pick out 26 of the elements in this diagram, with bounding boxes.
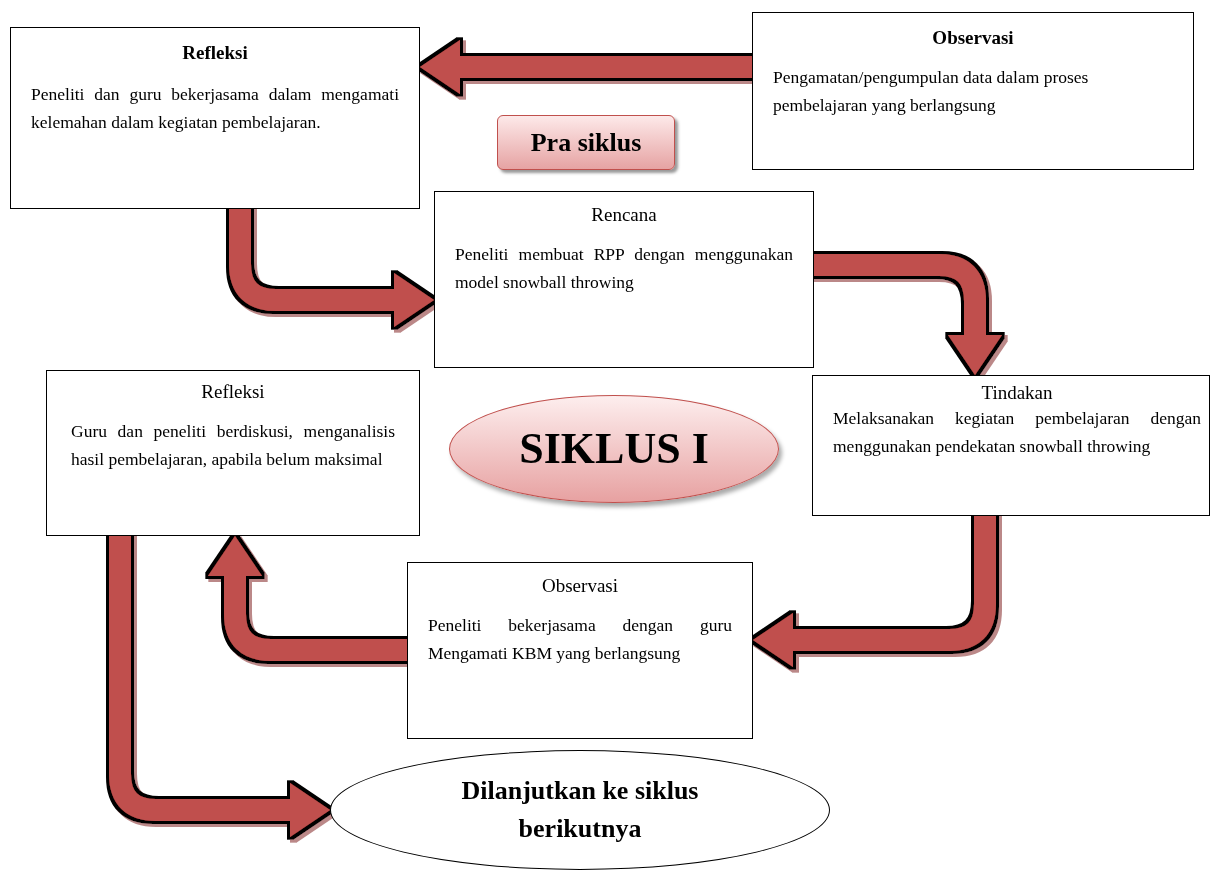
node-title: Pra siklus [530,126,642,159]
block-arrow [109,536,330,837]
box-heading: Refleksi [181,42,249,64]
stage-box [497,115,675,170]
process-box [46,370,420,536]
block-arrow [420,40,752,94]
box-text: Guru dan peneliti berdiskusi, menganalisis hasil pembelajaran, apabila belum maksimal [71,420,395,471]
process-box [407,562,753,739]
process-box [812,375,1210,516]
node-title: SIKLUS I [519,423,709,476]
process-box [434,191,814,368]
box-heading: Rencana [590,204,658,226]
box-text: Peneliti membuat RPP dengan menggunakan model snowball throwing [455,243,793,294]
box-heading: Refleksi [200,381,266,403]
box-text: Peneliti dan guru bekerjasama dalam mengamati kelemahan dalam kegiatan pembelajaran. [31,83,399,134]
process-box [752,12,1194,170]
box-heading: Observasi [931,27,1015,49]
process-box [10,27,420,209]
block-arrow [208,536,407,661]
box-text: Melaksanakan kegiatan pembelajaran dengan menggunakan pendekatan snowball throwing [833,407,1201,458]
block-arrow [814,254,1002,375]
box-text: Pengamatan/pengumpulan data dalam proses pembelajaran yang berlangsung [773,66,1090,117]
node-title: Dilanjutkan ke siklus berikutnya [460,775,700,845]
box-text: Peneliti bekerjasama dengan guru Mengamati KBM yang berlangsung [428,614,732,665]
box-heading: Observasi [541,575,619,597]
box-heading: Tindakan [980,382,1054,404]
